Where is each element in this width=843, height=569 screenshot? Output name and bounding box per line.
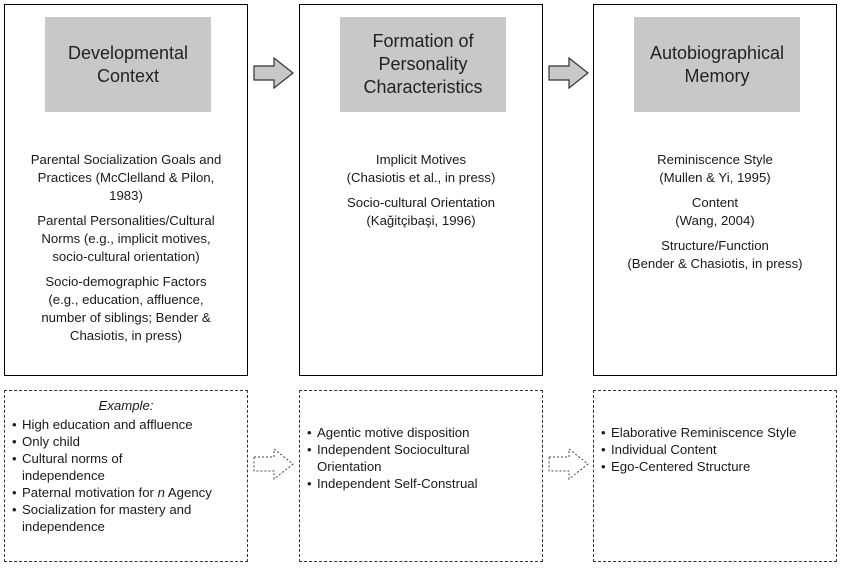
- column-item: Content (Wang, 2004): [675, 195, 755, 228]
- dashed-arrow-icon: [548, 447, 589, 481]
- example-bullet: Individual Content: [601, 441, 833, 458]
- example-title: Example:: [98, 398, 154, 413]
- column-items: Implicit Motives (Chasiotis et al., in p…: [304, 151, 538, 237]
- column-title: Developmental Context: [45, 17, 211, 112]
- example-bullet: High education and affluence: [12, 416, 244, 433]
- column-title: Formation of Personality Characteristics: [340, 17, 506, 112]
- example-bullet: Paternal motivation for n Agency: [12, 484, 244, 501]
- column-item: Parental Personalities/Cultural Norms (e…: [37, 213, 215, 264]
- example-box-memory: Elaborative Reminiscence Style Individua…: [593, 390, 837, 562]
- column-box-personality-formation: Formation of Personality Characteristics…: [299, 4, 543, 376]
- example-bullet: Independent Self-Construal: [307, 475, 539, 492]
- example-bullet: Ego-Centered Structure: [601, 458, 833, 475]
- example-box-personality: Agentic motive disposition Independent S…: [299, 390, 543, 562]
- solid-arrow-icon: [253, 56, 294, 90]
- example-bullet: Elaborative Reminiscence Style: [601, 424, 833, 441]
- example-bullet: Cultural norms of independence: [12, 450, 244, 484]
- bullet-italic-n: n: [157, 485, 165, 500]
- column-box-autobiographical-memory: Autobiographical Memory Reminiscence Sty…: [593, 4, 837, 376]
- example-bullet-list: High education and affluence Only child …: [12, 416, 244, 535]
- column-items: Reminiscence Style (Mullen & Yi, 1995) C…: [598, 151, 832, 280]
- example-bullet: Only child: [12, 433, 244, 450]
- column-item: Parental Socialization Goals and Practic…: [30, 152, 222, 203]
- example-bullet: Agentic motive disposition: [307, 424, 539, 441]
- bullet-text: Paternal motivation for: [22, 485, 158, 500]
- column-item: Implicit Motives (Chasiotis et al., in p…: [346, 152, 496, 185]
- column-item: Socio-cultural Orientation (Kağitçibaşi,…: [346, 195, 496, 228]
- example-box-context: Example: High education and affluence On…: [4, 390, 248, 562]
- column-item: Socio-demographic Factors (e.g., educati…: [41, 274, 211, 343]
- column-box-developmental-context: Developmental Context Parental Socializa…: [4, 4, 248, 376]
- example-bullet: Independent Sociocultural Orientation: [307, 441, 539, 475]
- example-bullet-list: Elaborative Reminiscence Style Individua…: [601, 424, 833, 475]
- column-item: Structure/Function (Bender & Chasiotis, …: [627, 238, 803, 271]
- column-items: Parental Socialization Goals and Practic…: [9, 151, 243, 352]
- bullet-text: Agency: [164, 485, 212, 500]
- column-item: Reminiscence Style (Mullen & Yi, 1995): [657, 152, 773, 185]
- dashed-arrow-icon: [253, 447, 294, 481]
- example-bullet: Socialization for mastery and independen…: [12, 501, 244, 535]
- column-title: Autobiographical Memory: [634, 17, 800, 112]
- example-bullet-list: Agentic motive disposition Independent S…: [307, 424, 539, 492]
- solid-arrow-icon: [548, 56, 589, 90]
